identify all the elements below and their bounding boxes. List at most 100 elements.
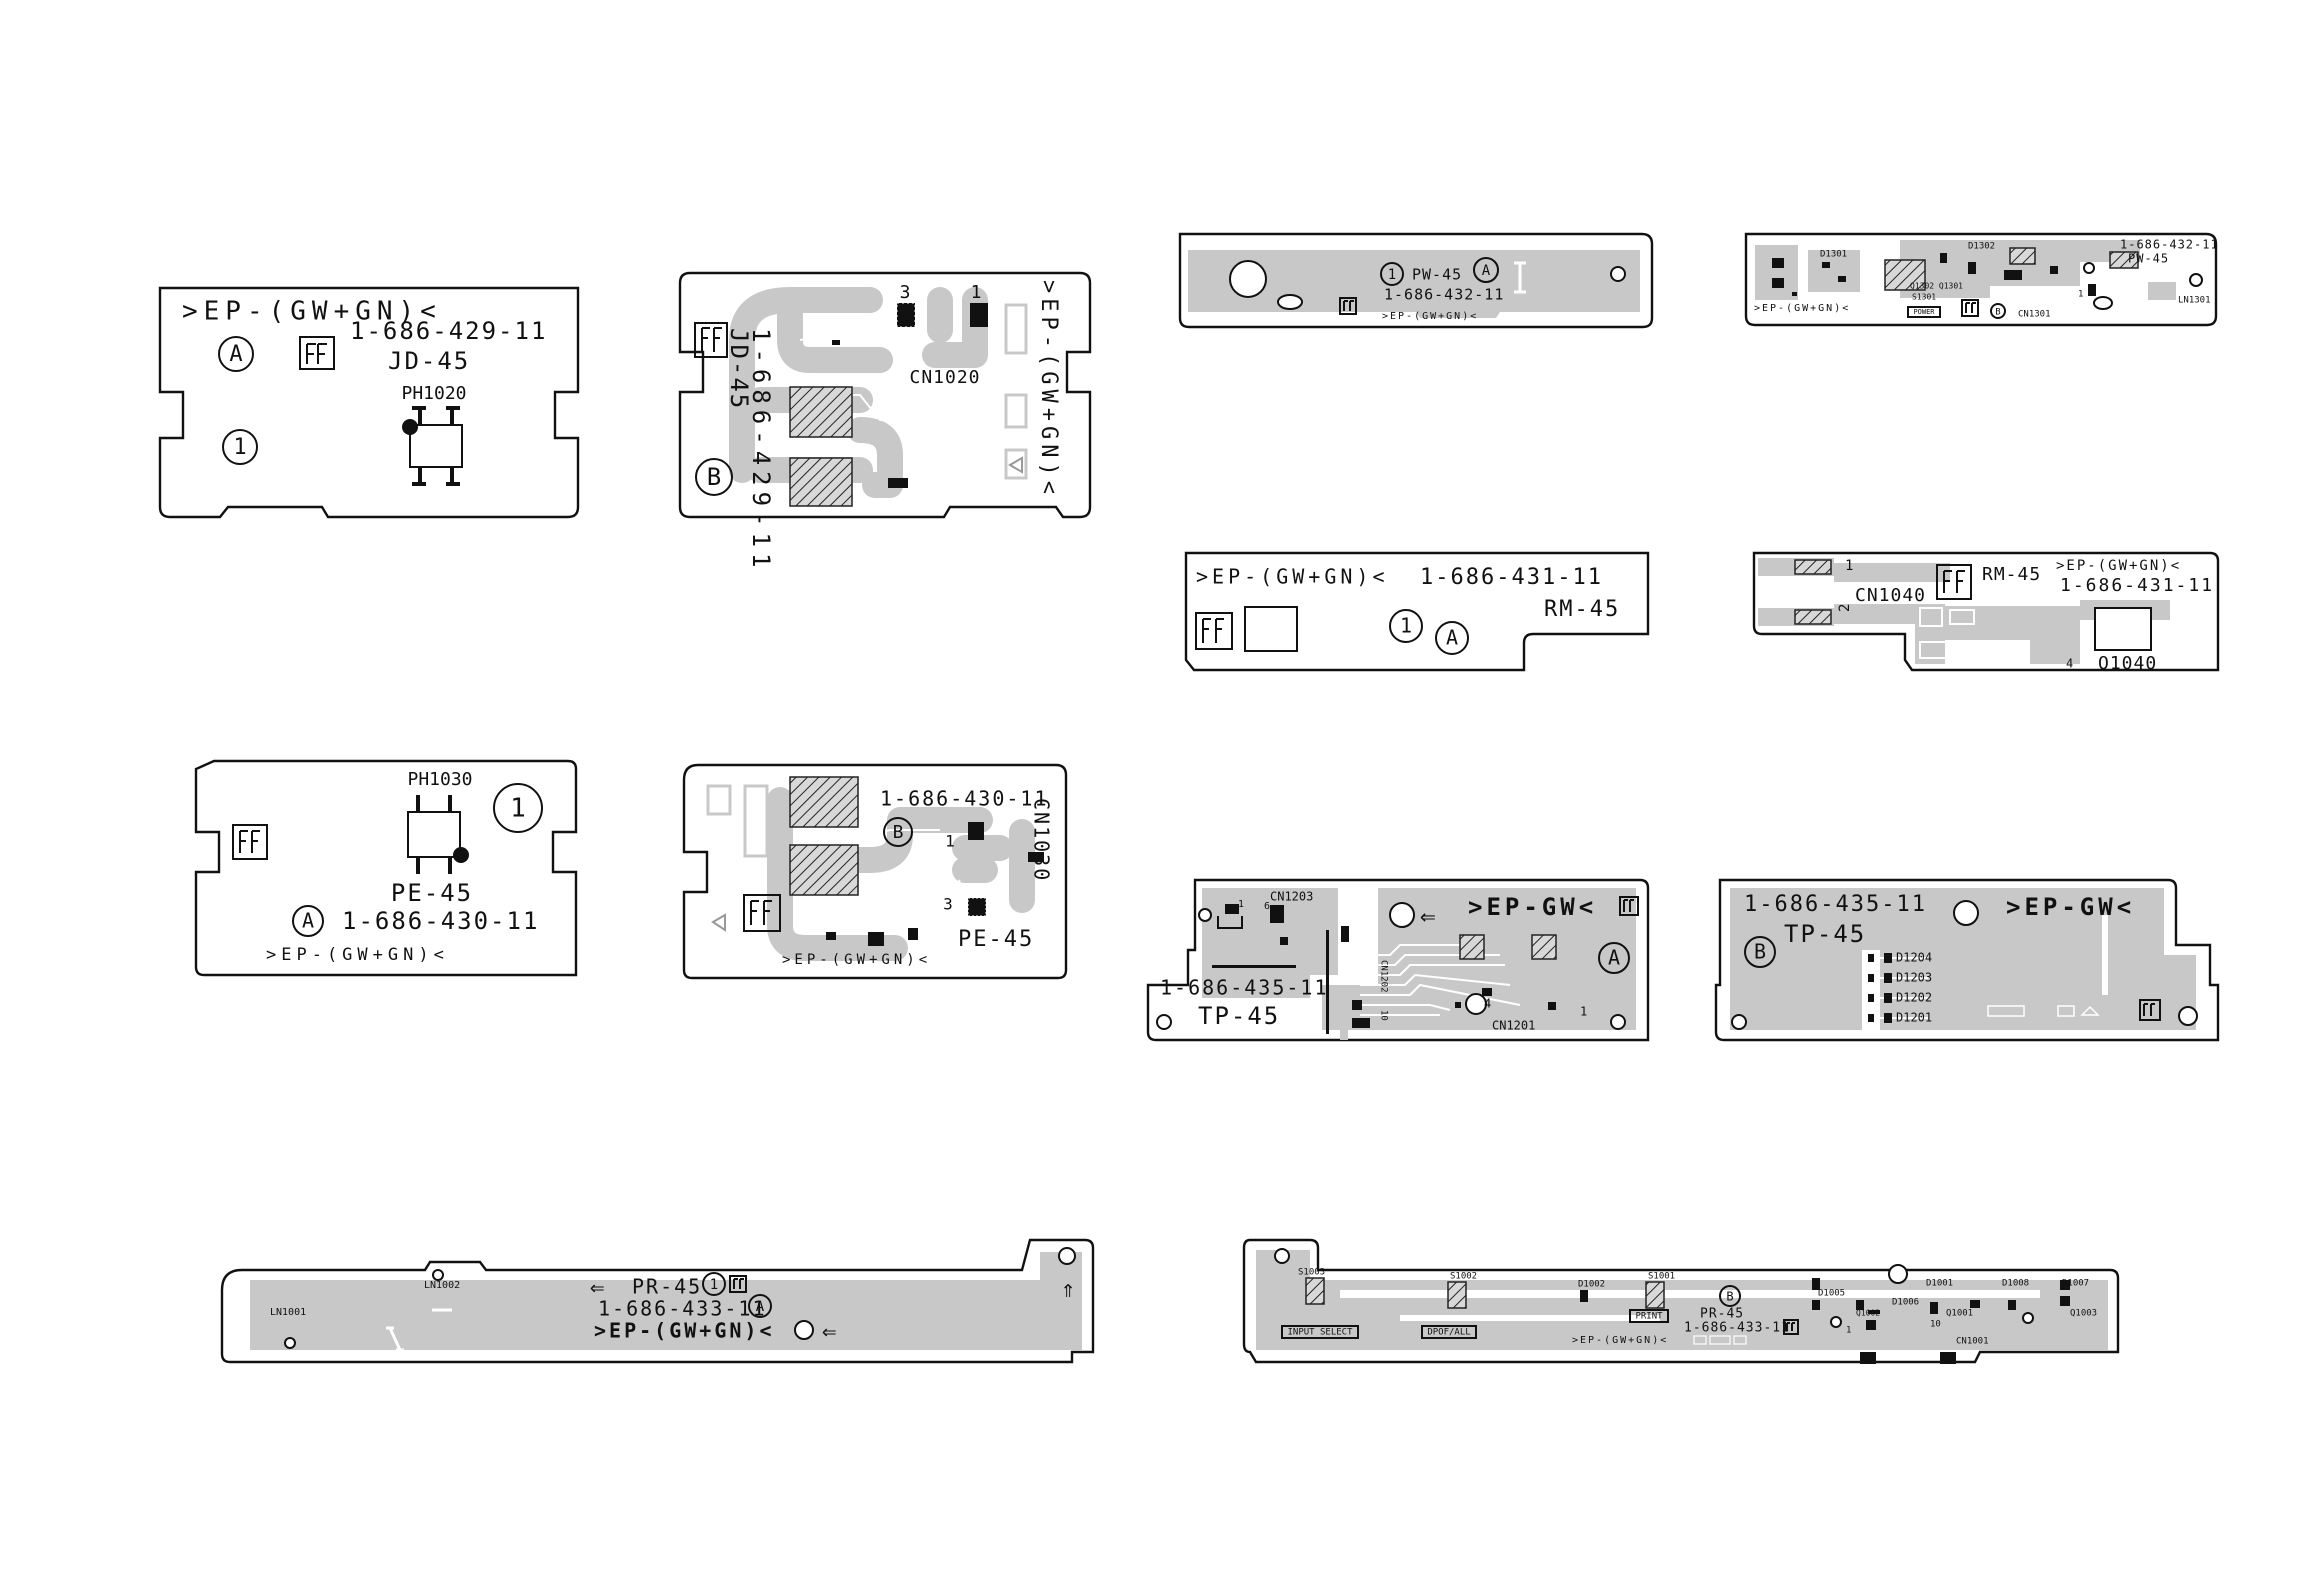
tp45-b-silkscreen-boxes <box>1987 1005 2100 1017</box>
pr45-b-q1003: Q1003 <box>2070 1309 2097 1319</box>
board-pr45-side-a: LN1001 LN1002 ⇐ PR-45 1 1-686-433-11 A >… <box>220 1238 1095 1364</box>
pw45-a-board-name: PW-45 <box>1412 266 1462 284</box>
pe45-b-trace-right <box>952 819 1035 913</box>
tp45-a-divider-line <box>1212 965 1296 968</box>
pr45-a-layer-circle <box>702 1272 726 1296</box>
rm45-a-series: >EP-(GW+GN)< <box>1196 565 1389 589</box>
jd45-a-layer-number: 1 <box>233 435 246 460</box>
board-pw45-side-a: 1 PW-45 A 1-686-432-11 >EP-(GW+GN)< <box>1178 232 1654 329</box>
rm45-a-layer-circle <box>1389 609 1423 643</box>
pe45-a-outline <box>194 759 578 977</box>
rm45-b-ff-logo <box>1936 564 1972 600</box>
tp45-b-series: >EP-GW< <box>2006 893 2135 921</box>
pe45-b-ff-logo <box>743 894 781 932</box>
pr45-b-s1001: S1001 <box>1648 1272 1675 1282</box>
pw45-b-pad-1 <box>1884 259 1926 291</box>
pr45-b-input-select-box <box>1281 1325 1359 1339</box>
pr45-b-series: >EP-(GW+GN)< <box>1572 1335 1668 1346</box>
rm45-b-pin-4: 4 <box>2066 657 2073 671</box>
jd45-b-pad-upper <box>789 386 853 438</box>
pe45-b-trace-thin <box>814 829 961 906</box>
pr45-b-hole-right <box>2022 1312 2034 1324</box>
pw45-b-d1301: D1301 <box>1820 250 1847 260</box>
jd45-a-layer-circle <box>222 429 258 465</box>
pr45-a-series: >EP-(GW+GN)< <box>594 1319 775 1343</box>
jd45-a-board-name: JD-45 <box>388 347 470 375</box>
pe45-a-board-name: PE-45 <box>391 879 473 907</box>
pr45-b-ff-logo <box>1783 1319 1799 1335</box>
pr45-b-d1002: D1002 <box>1578 1280 1605 1290</box>
rm45-b-pin-2: 2 <box>1837 604 1853 612</box>
pr45-b-input-select-label: INPUT SELECT <box>1287 1328 1353 1338</box>
pw45-b-side-letter: B <box>1995 308 2000 318</box>
pw45-b-hole-b <box>2189 273 2203 287</box>
tp45-b-hole-a <box>1953 900 1979 926</box>
jd45-a-outline <box>158 286 580 519</box>
pr45-a-layer-number: 1 <box>710 1277 718 1293</box>
tp45-b-diode-grid <box>1862 950 1928 1030</box>
tp45-a-pad-1 <box>1459 934 1485 960</box>
pr45-b-hole-top-mid <box>1888 1264 1908 1284</box>
pw45-b-board-name: PW-45 <box>2128 252 2169 266</box>
pr45-a-part-number: 1-686-433-11 <box>598 1297 767 1321</box>
tp45-a-hole-b <box>1389 902 1415 928</box>
pr45-b-d1005: D1005 <box>1818 1289 1845 1299</box>
pr45-b-part-number: 1-686-433-11 <box>1684 1321 1790 1336</box>
pw45-b-side-circle <box>1990 303 2006 319</box>
tp45-b-part-number: 1-686-435-11 <box>1744 892 1927 917</box>
pr45-b-print-label: PRINT <box>1635 1312 1663 1322</box>
pw45-b-ln1301: LN1301 <box>2178 296 2211 306</box>
pe45-a-layer-circle <box>493 783 543 833</box>
jd45-b-pin-3: 3 <box>900 282 911 303</box>
tp45-a-pad-2 <box>1531 934 1557 960</box>
tp45-b-light-guide <box>2102 915 2108 995</box>
rm45-b-series: >EP-(GW+GN)< <box>2056 558 2181 574</box>
pw45-b-power-label: POWER <box>1913 308 1935 316</box>
pw45-b-part-number: 1-686-432-11 <box>2120 238 2219 252</box>
pw45-b-components <box>1772 253 2096 296</box>
jd45-b-silkscreen-boxes <box>1004 303 1028 480</box>
tp45-b-side-letter: B <box>1754 940 1766 964</box>
tp45-a-hole-a <box>1198 908 1212 922</box>
pw45-a-side-letter: A <box>1482 263 1491 279</box>
rm45-a-side-circle <box>1435 621 1469 655</box>
pr45-b-d1008: D1008 <box>2002 1279 2029 1289</box>
pr45-a-ln1001: LN1001 <box>270 1307 306 1318</box>
jd45-b-side-letter: B <box>707 463 721 491</box>
pw45-a-mount-hole <box>1229 260 1267 298</box>
jd45-a-side-letter: A <box>229 342 242 367</box>
tp45-a-pin-4: 4 <box>1484 997 1491 1011</box>
jd45-b-board-name-part: JD-45 <box>725 328 753 410</box>
jd45-b-pin-1: 1 <box>971 282 982 303</box>
pw45-b-cn1301: CN1301 <box>2018 310 2051 320</box>
pr45-a-side-circle <box>748 1294 772 1318</box>
pw45-b-ff-logo <box>1961 299 1979 317</box>
pw45-a-slot <box>1277 294 1303 310</box>
pw45-a-side-circle <box>1473 257 1499 283</box>
pr45-b-side-letter: B <box>1726 1290 1733 1304</box>
pr45-b-s1003-pad <box>1305 1277 1325 1305</box>
pe45-b-components <box>826 822 1044 946</box>
pr45-b-hole-top-left <box>1274 1248 1290 1264</box>
jd45-a-side-circle <box>218 336 254 372</box>
pe45-b-board-name: PE-45 <box>958 927 1034 952</box>
rm45-b-sensor-window <box>2094 607 2152 651</box>
pr45-a-copper <box>250 1252 1082 1350</box>
pw45-a-layer-number: 1 <box>1388 267 1396 283</box>
pr45-b-s1002: S1002 <box>1450 1272 1477 1282</box>
pr45-b-hole-mid <box>1830 1316 1842 1328</box>
pr45-b-q1001: Q1001 <box>1946 1309 1973 1319</box>
rm45-a-outline <box>1184 551 1650 672</box>
tp45-a-trace-bundle <box>1360 944 1521 1016</box>
tp45-b-ff-logo <box>2139 999 2161 1021</box>
pr45-b-copper <box>1256 1250 2108 1350</box>
jd45-b-trace-lower <box>847 417 903 498</box>
tp45-a-side-letter: A <box>1608 946 1620 970</box>
pr45-a-hole-mid <box>794 1320 814 1340</box>
tp45-a-pin-1: 1 <box>1238 899 1244 910</box>
board-jd45-side-a: >EP-(GW+GN)< 1-686-429-11 JD-45 A 1 PH10… <box>158 286 580 519</box>
board-pw45-side-b: D1301 D1302 1-686-432-11 PW-45 Q1302 Q13… <box>1744 232 2219 327</box>
pr45-b-dpof-label: DPOF/ALL <box>1427 1328 1470 1338</box>
tp45-a-part-number: 1-686-435-11 <box>1160 976 1329 1000</box>
pr45-b-trace-channel-2 <box>1400 1315 1660 1321</box>
